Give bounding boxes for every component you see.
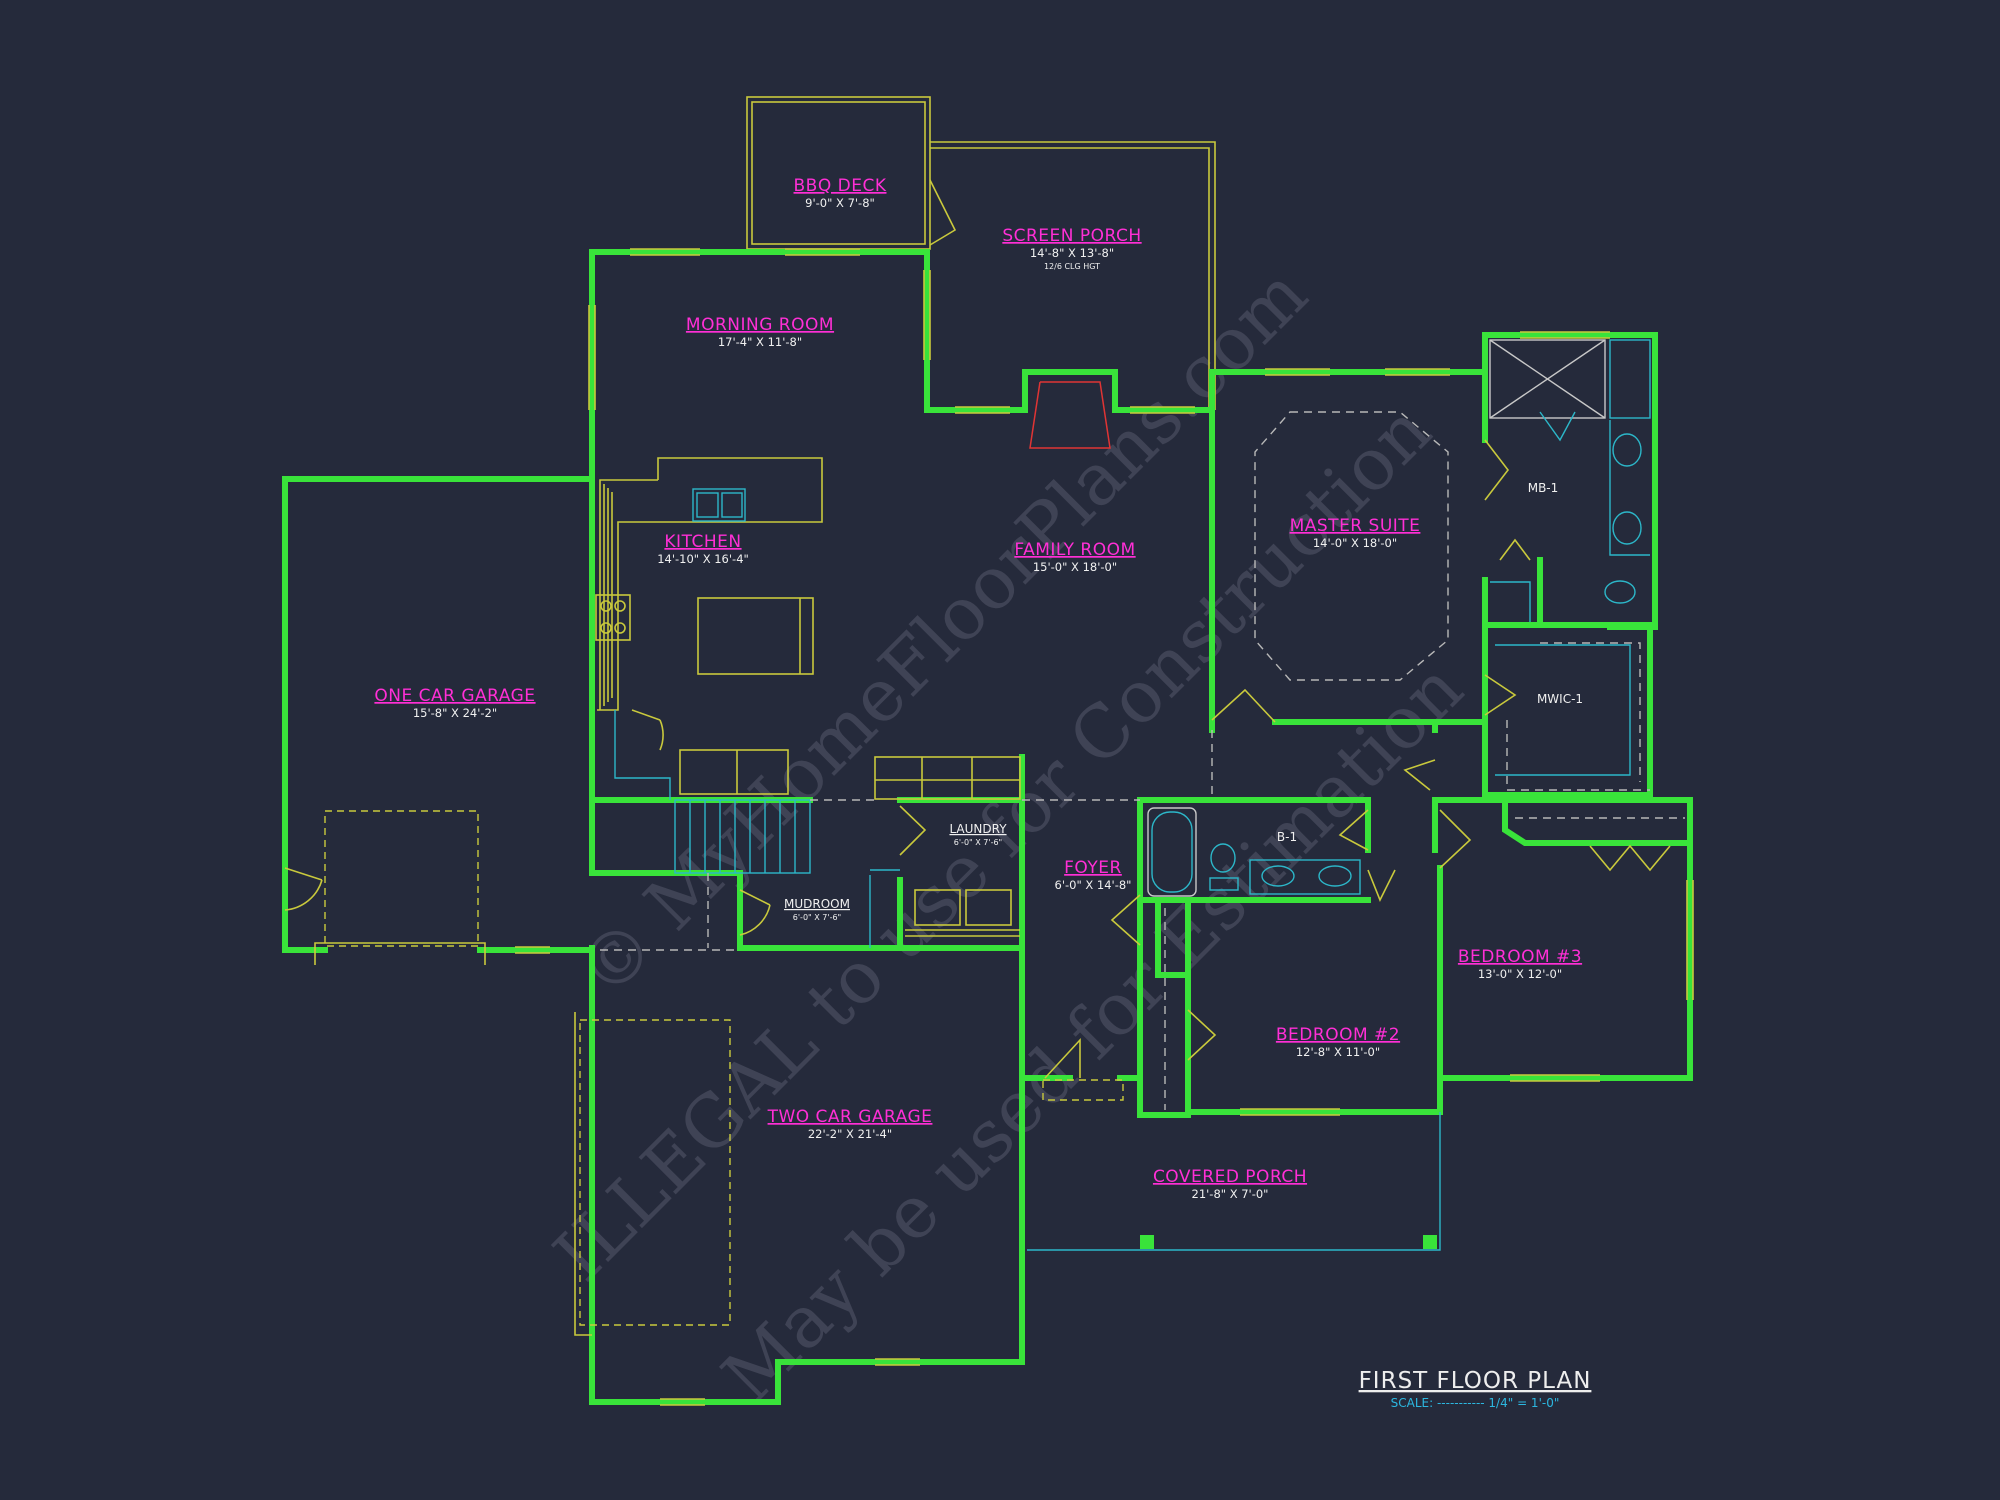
mwic1-label: MWIC-1 bbox=[1537, 692, 1583, 706]
laundry-name: LAUNDRY bbox=[949, 822, 1007, 836]
garage-doors bbox=[314, 810, 731, 1336]
master-suite-dims: 14'-0" X 18'-0" bbox=[1313, 536, 1397, 550]
two-car-garage-dims: 22'-2" X 21'-4" bbox=[808, 1127, 892, 1141]
doors bbox=[284, 439, 1671, 1101]
kitchen-cabinets bbox=[595, 457, 1021, 800]
bedroom-3-dims: 13'-0" X 12'-0" bbox=[1478, 967, 1562, 981]
screen-porch-name: SCREEN PORCH bbox=[1002, 226, 1141, 246]
morning-room-dims: 17'-4" X 11'-8" bbox=[718, 335, 802, 349]
mb1-label: MB-1 bbox=[1528, 481, 1559, 495]
openings bbox=[600, 730, 1213, 951]
kitchen-dims: 14'-10" X 16'-4" bbox=[657, 552, 749, 566]
windows bbox=[515, 248, 1694, 1406]
one-car-garage-dims: 15'-8" X 24'-2" bbox=[413, 706, 497, 720]
covered-porch-name: COVERED PORCH bbox=[1153, 1167, 1307, 1187]
bedroom-3-name: BEDROOM #3 bbox=[1458, 947, 1582, 967]
mudroom-name: MUDROOM bbox=[784, 897, 850, 911]
bbq-deck-name: BBQ DECK bbox=[794, 176, 887, 196]
mudroom-dims: 6'-0" X 7'-6" bbox=[793, 913, 841, 922]
master-bath-fixtures bbox=[1489, 339, 1651, 622]
screen-porch-note: 12/6 CLG HGT bbox=[1044, 262, 1100, 271]
family-room-dims: 15'-0" X 18'-0" bbox=[1033, 560, 1117, 574]
bedroom-2-name: BEDROOM #2 bbox=[1276, 1025, 1400, 1045]
bbq-deck-outline bbox=[746, 96, 931, 250]
screen-porch-outline bbox=[929, 141, 1216, 410]
laundry-appliances bbox=[869, 875, 1020, 948]
kitchen-name: KITCHEN bbox=[664, 532, 741, 552]
covered-porch-dims: 21'-8" X 7'-0" bbox=[1192, 1187, 1269, 1201]
covered-porch-outline bbox=[1027, 1112, 1441, 1251]
morning-room-name: MORNING ROOM bbox=[686, 315, 834, 335]
room-labels: BBQ DECK 9'-0" X 7'-8" SCREEN PORCH 14'-… bbox=[374, 176, 1583, 1201]
porch-post-right bbox=[1423, 1235, 1437, 1249]
bedroom-2-dims: 12'-8" X 11'-0" bbox=[1296, 1045, 1380, 1059]
screen-porch-dims: 14'-8" X 13'-8" bbox=[1030, 246, 1114, 260]
foyer-name: FOYER bbox=[1064, 858, 1122, 878]
foyer-dims: 6'-0" X 14'-8" bbox=[1055, 878, 1132, 892]
master-suite-name: MASTER SUITE bbox=[1290, 516, 1421, 536]
mwic-shelving bbox=[1495, 642, 1650, 791]
laundry-dims: 6'-0" X 7'-6" bbox=[954, 838, 1002, 847]
bbq-deck-dims: 9'-0" X 7'-8" bbox=[805, 196, 875, 210]
b1-label: B-1 bbox=[1277, 830, 1297, 844]
fireplace bbox=[1029, 381, 1111, 449]
tray-ceiling bbox=[1254, 411, 1449, 681]
stairs bbox=[614, 710, 811, 874]
one-car-garage-name: ONE CAR GARAGE bbox=[374, 686, 535, 706]
two-car-garage-name: TWO CAR GARAGE bbox=[767, 1107, 933, 1127]
porch-post-left bbox=[1140, 1235, 1154, 1249]
plan-scale: SCALE: ----------- 1/4" = 1'-0" bbox=[1391, 1396, 1560, 1410]
plan-title: FIRST FLOOR PLAN bbox=[1359, 1368, 1592, 1394]
title-block: FIRST FLOOR PLAN SCALE: ----------- 1/4"… bbox=[1359, 1368, 1592, 1410]
hall-bath-fixtures bbox=[1147, 807, 1361, 1110]
watermark: © MyHomeFloorPlans.com ILLEGAL to use fo… bbox=[538, 252, 1479, 1419]
kitchen-island bbox=[697, 597, 814, 675]
family-room-name: FAMILY ROOM bbox=[1014, 540, 1135, 560]
